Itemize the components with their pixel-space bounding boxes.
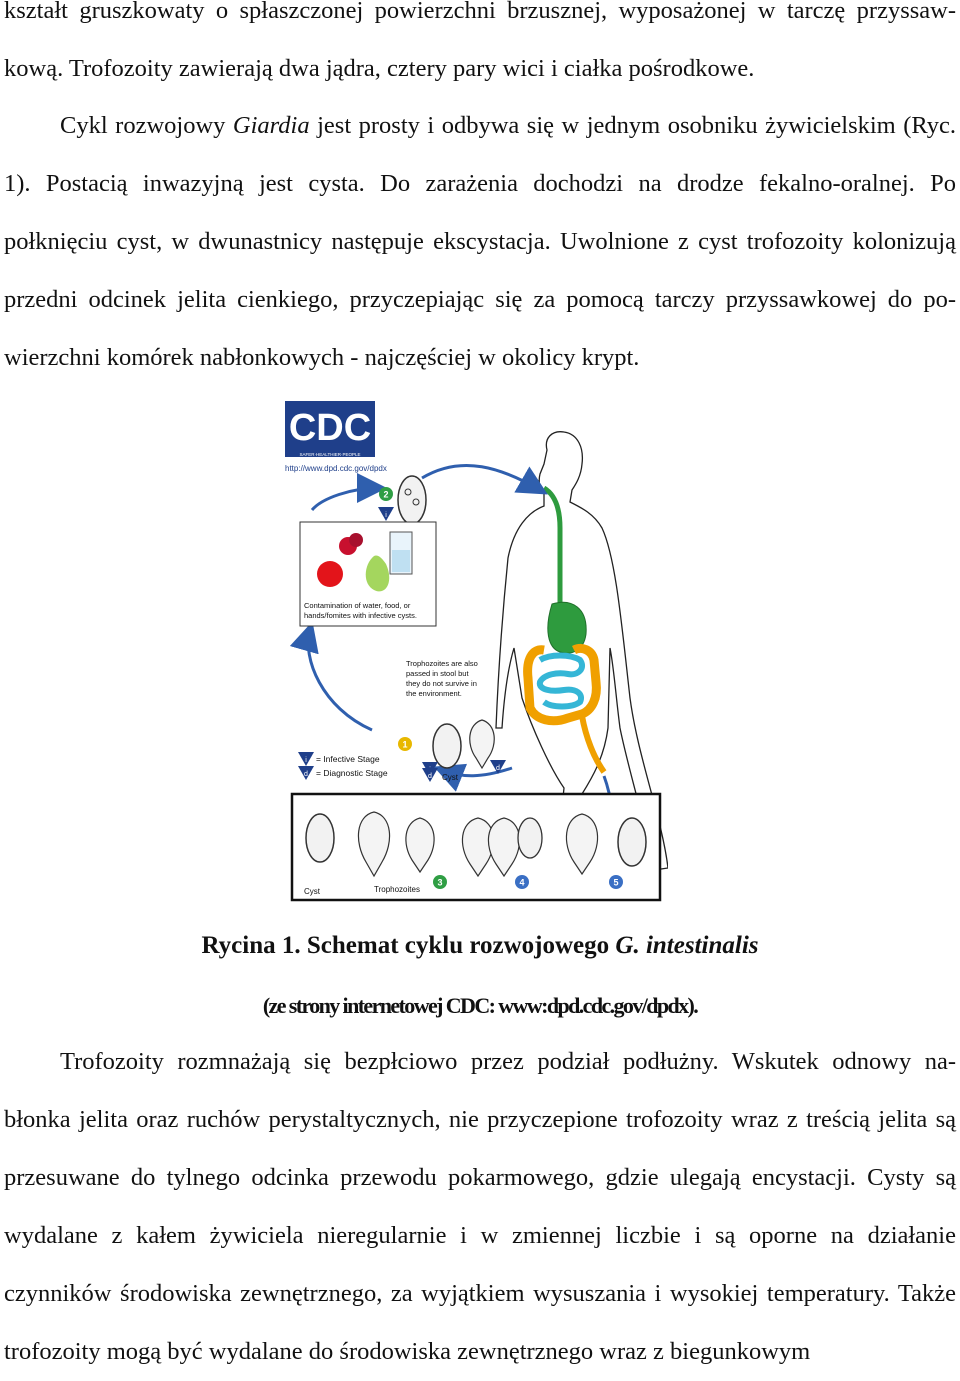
legend-infective-text: = Infective Stage [316,754,380,764]
legend-infective-letter: i [305,757,307,764]
step1-marker [398,737,412,751]
step2-marker [379,487,393,501]
troph-note-line2: passed in stool but [406,669,469,678]
lifecycle-diagram: CDC SAFER·HEALTHIER·PEOPLE http://www.dp… [285,401,668,902]
cdc-logo-box [285,401,375,451]
legend-diagnostic-marker [298,766,314,780]
box-cyst-label: Cyst [304,887,321,896]
step1-troph-diagnostic-letter: d [496,765,500,772]
box-cyst-image [617,817,647,867]
colon [523,643,601,726]
excretion-arrow [433,763,513,792]
step1-troph-diagnostic-marker [490,760,506,774]
top-paragraph-line1: kształt gruszkowaty o spłaszczonej powie… [4,0,956,24]
step5-label: 5 [613,878,618,888]
cdc-logo-tagline: SAFER·HEALTHIER·PEOPLE [300,452,361,457]
step1-label: 1 [402,740,407,750]
human-silhouette [495,431,668,879]
figure-caption: Rycina 1. Schemat cyklu rozwojowego G. i… [0,926,960,966]
step1-cyst-label: Cyst [442,773,459,782]
pear-icon [365,555,390,592]
contamination-arrow [289,621,373,732]
apple-icon [317,561,343,587]
box-cyst-image [305,813,335,863]
water-glass-fill [392,550,410,572]
lifecycle-paragraph-start: Cykl rozwojowy [60,112,233,139]
lifecycle-figure: CDC SAFER·HEALTHIER·PEOPLE http://www.dp… [282,398,668,906]
box-trophozoite-image [565,813,599,876]
reproduction-paragraph: Trofozoity rozmnażają się bezpłciowo prz… [4,1033,956,1381]
step3-label: 3 [437,878,442,888]
step1-diagnostic-marker [422,768,438,782]
small-intestine [536,652,586,710]
step1-diagnostic-letter: d [428,773,432,780]
genus-name: Giardia [232,112,310,139]
step4-marker [515,875,529,889]
top-paragraph: kształt gruszkowaty o spłaszczonej powie… [4,0,956,98]
step4-label: 4 [519,878,524,888]
rectum [579,715,607,774]
dividing-trophozoite-image [487,817,521,878]
step1-trophozoite-image [469,719,495,770]
step2-label: 2 [383,490,388,500]
cyst-nucleus-icon [404,488,412,496]
legend-diagnostic-text: = Diagnostic Stage [316,768,388,778]
step1-cyst-image [432,723,462,769]
raspberry-icon [349,533,363,547]
step2-infective-letter: i [385,512,387,519]
step3-marker [433,875,447,889]
lifecycle-paragraph-rest: jest prosty i odbywa się w jednym osobni… [4,112,956,371]
contamination-text-line2: hands/fomites with infective cysts. [304,611,417,620]
step2-cyst-image [397,475,427,525]
cyst-nucleus-icon [412,498,420,506]
legend-infective-marker [298,752,314,766]
reproduction-paragraph-text: Trofozoity rozmnażają się bezpłciowo prz… [4,1048,956,1365]
lifecycle-paragraph: Cykl rozwojowy Giardia jest prosty i odb… [4,97,956,387]
box-trophozoite-image [357,811,391,878]
step2-infective-marker [378,507,394,521]
species-name: G. intestinalis [615,932,759,959]
troph-note-line3: they do not survive in [406,679,477,688]
top-paragraph-line2: kową. Trofozoity zawierają dwa jądra, cz… [4,55,755,82]
ingestion-arrow [421,464,548,495]
troph-note-line4: the environment. [406,689,462,698]
legend-diagnostic-letter: d [304,771,308,778]
cdc-logo-band [285,451,375,457]
to-step2-arrow [310,473,387,512]
cdc-logo: CDC SAFER·HEALTHIER·PEOPLE http://www.dp… [285,401,387,473]
box-troph-label: Trophozoites [374,885,420,894]
troph-note-line1: Trophozoites are also [406,659,478,668]
encysting-image [517,817,543,859]
box-trophozoite-image [405,817,435,874]
contamination-text-line1: Contamination of water, food, or [304,601,411,610]
cdc-logo-text: CDC [289,407,371,449]
figure-caption-text: Rycina 1. Schemat cyklu rozwojowego [201,932,616,959]
step5-marker [609,875,623,889]
cdc-logo-url: http://www.dpd.cdc.gov/dpdx [285,464,387,473]
figure-source: (ze strony internetowej CDC: www:dpd.cdc… [262,993,699,1018]
